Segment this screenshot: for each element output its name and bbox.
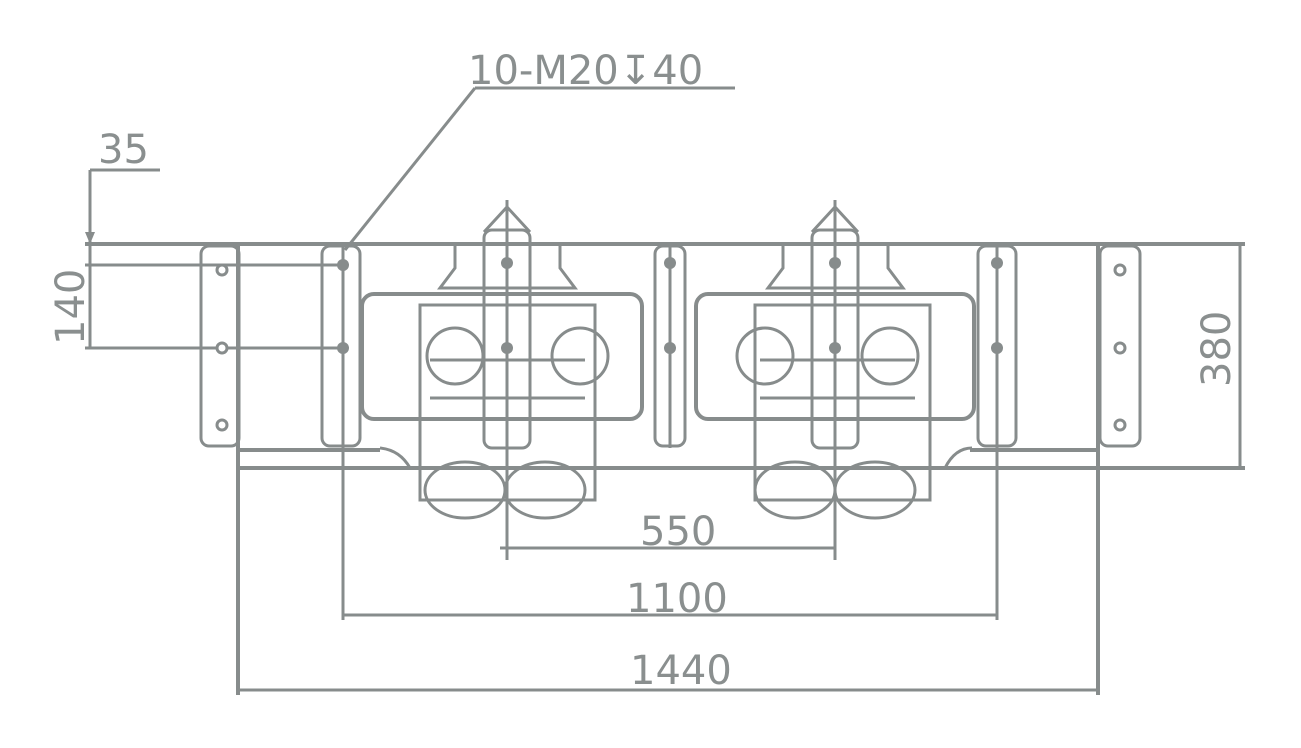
pole-2 bbox=[735, 200, 932, 560]
bolt-holes bbox=[215, 257, 1127, 432]
pole-1 bbox=[418, 200, 610, 560]
dim-140: 140 bbox=[48, 269, 94, 345]
hole-callout-label: 10-M20↧40 bbox=[468, 48, 703, 94]
dim-550: 550 bbox=[640, 509, 716, 555]
dim-35: 35 bbox=[98, 127, 149, 173]
dim-1440: 1440 bbox=[630, 648, 732, 694]
dim-1100: 1100 bbox=[626, 576, 728, 622]
outline bbox=[85, 242, 1245, 695]
dimension-lines bbox=[85, 86, 1242, 692]
dim-380: 380 bbox=[1194, 311, 1240, 387]
